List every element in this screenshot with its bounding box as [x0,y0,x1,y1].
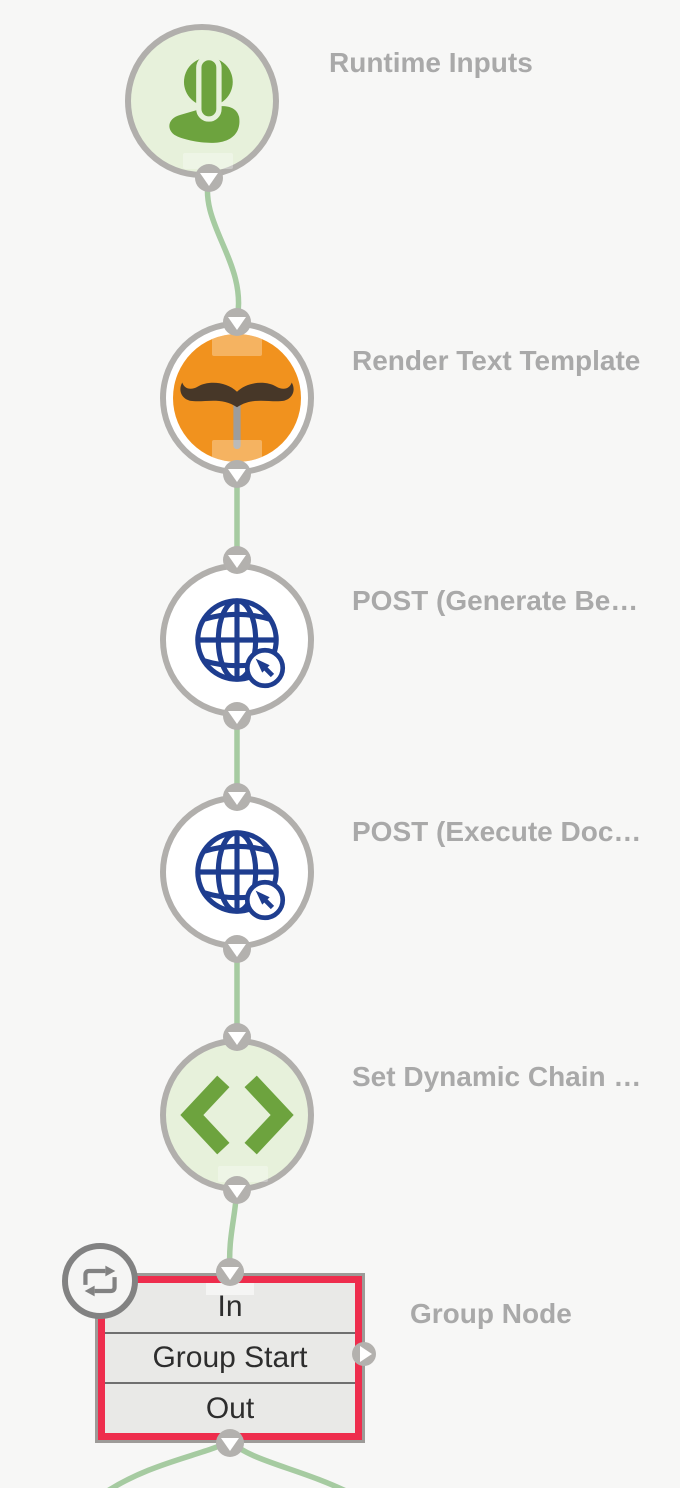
arrow-down-icon [228,944,246,957]
group-row-label: Group Start [152,1341,308,1374]
globe-cursor-icon [195,598,286,689]
edge-group-out-left[interactable] [103,1438,233,1488]
node-render-text-template[interactable] [160,321,314,475]
output-connector[interactable] [223,460,251,488]
node-label: Runtime Inputs [329,47,533,78]
output-connector[interactable] [223,702,251,730]
node-label: POST (Execute Doc… [352,816,642,847]
input-connector[interactable] [223,546,251,574]
group-row-label: Out [205,1391,255,1425]
loop-badge[interactable] [62,1243,138,1319]
input-connector[interactable] [223,308,251,336]
loop-icon [83,1265,117,1297]
node-runtime-inputs[interactable] [125,24,279,178]
node-label: POST (Generate Be… [352,585,639,616]
arrow-down-icon [221,1267,239,1280]
arrow-right-icon [360,1346,372,1362]
code-brackets-icon [180,1075,294,1155]
output-connector[interactable] [195,164,223,192]
port-highlight [212,440,262,462]
port-highlight [183,153,233,169]
group-row-start[interactable]: Group Start [105,1331,355,1383]
output-connector[interactable] [223,935,251,963]
port-highlight [206,1283,254,1295]
arrow-down-icon [228,711,246,724]
side-output-connector[interactable] [352,1342,376,1366]
input-connector[interactable] [216,1258,244,1286]
input-connector[interactable] [223,1023,251,1051]
node-body [173,334,301,462]
arrow-down-icon [228,555,246,568]
edge-runtime-to-template[interactable] [204,173,242,323]
touch-icon [169,54,240,143]
node-set-dynamic-chain[interactable] [160,1038,314,1192]
arrow-down-icon [228,1185,246,1198]
group-row-label: In [217,1290,243,1324]
node-label: Set Dynamic Chain … [352,1061,642,1092]
output-connector[interactable] [216,1429,244,1457]
arrow-down-icon [200,173,218,186]
output-connector[interactable] [223,1176,251,1204]
globe-cursor-icon [195,830,286,921]
input-connector[interactable] [223,783,251,811]
group-row-in[interactable]: In [105,1283,355,1332]
node-label: Group Node [410,1298,572,1329]
mustache-icon [180,382,294,450]
arrow-down-icon [228,469,246,482]
arrow-down-icon [228,317,246,330]
arrow-down-icon [228,792,246,805]
arrow-down-icon [221,1438,239,1451]
node-post-generate[interactable] [160,563,314,717]
edge-group-out-right[interactable] [227,1438,352,1488]
port-highlight [212,334,262,356]
arrow-down-icon [228,1032,246,1045]
node-post-execute[interactable] [160,795,314,949]
node-group[interactable]: In Group Start Out [95,1273,365,1443]
node-label: Render Text Template [352,345,641,376]
group-selection-border: In Group Start Out [98,1276,362,1440]
group-row-out[interactable]: Out [105,1382,355,1433]
